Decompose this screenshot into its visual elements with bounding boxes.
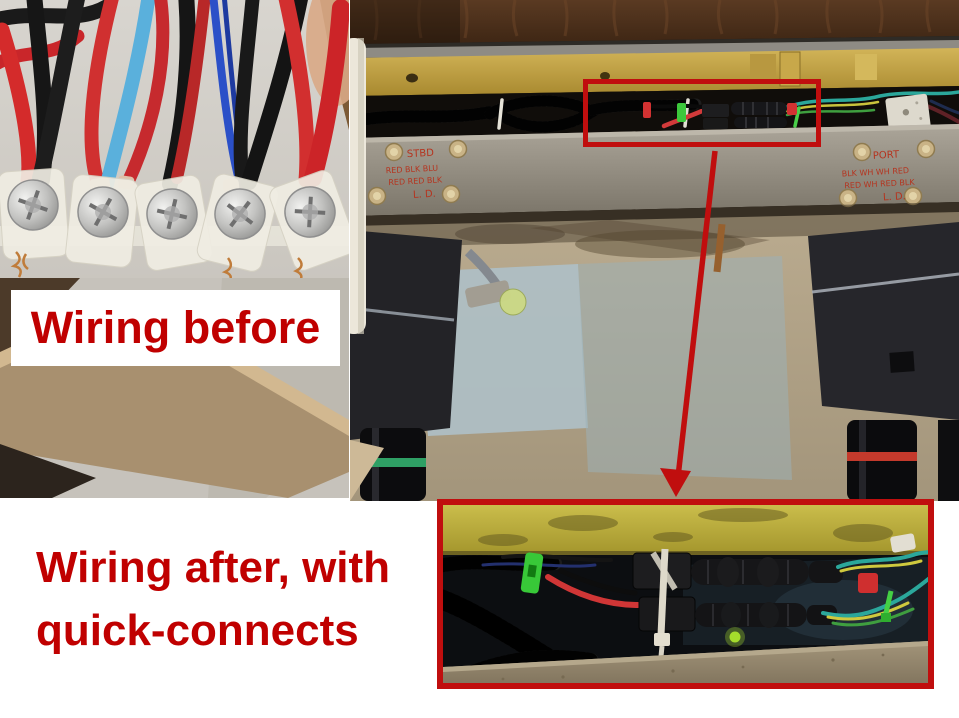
red-band [847, 452, 917, 461]
wood-panel [350, 0, 959, 44]
handwriting-stbd-row1: RED BLK BLU [385, 164, 438, 176]
red-clip-large [858, 573, 878, 593]
metal-track [350, 40, 959, 58]
photo-installation-overview: STBD RED BLK BLU RED RED BLK L. D. PORT … [350, 0, 959, 501]
quick-connects-small [702, 102, 787, 129]
handwriting-stbd-ld: L. D. [413, 189, 436, 201]
handwriting-port-row2: RED WH RED BLK [844, 178, 915, 191]
highlight-rectangle [583, 79, 821, 147]
rail-closeup [443, 505, 928, 556]
white-connector [890, 533, 916, 553]
wiring-before-label: Wiring before [30, 302, 321, 353]
handwriting-port-row1: BLK WH WH RED [841, 166, 909, 179]
handwriting-stbd-row2: RED RED BLK [388, 175, 443, 187]
handwriting-stbd-title: STBD [407, 148, 435, 160]
wiring-after-label: Wiring after, with quick-connects [36, 536, 436, 662]
wiring-after-label-line2: quick-connects [36, 606, 359, 655]
wiring-after-scene [443, 505, 928, 683]
photo-wiring-after-inset [437, 499, 934, 689]
junction-box [885, 93, 931, 133]
track-shadow [350, 36, 959, 49]
handwriting-stbd: STBD RED BLK BLU RED RED BLK L. D. [385, 148, 443, 201]
hex-bolts [367, 139, 936, 208]
stone-ledge [443, 641, 928, 683]
handwriting-port-title: PORT [873, 149, 901, 161]
installation-scene: STBD RED BLK BLU RED RED BLK L. D. PORT … [350, 0, 959, 501]
starboard-actuator [808, 222, 959, 501]
led-dot [729, 631, 741, 643]
red-clip [643, 102, 651, 118]
floor-wedge [350, 440, 384, 501]
green-clip-large [520, 552, 544, 594]
zip-tie [497, 98, 504, 130]
photo-wiring-before: Wiring before [0, 0, 349, 498]
cavity-sheen2 [773, 580, 913, 640]
wire-bundle [0, 0, 349, 192]
green-clip [677, 103, 686, 122]
green-band [360, 458, 426, 467]
red-clip [787, 103, 797, 115]
handwriting-port: PORT BLK WH WH RED RED WH RED BLK L. D. [841, 149, 915, 203]
green-zip-tie [881, 590, 894, 622]
wiring-before-label-box: Wiring before [11, 290, 340, 366]
wiring-after-label-line1: Wiring after, with [36, 543, 391, 592]
white-pipe-shade [358, 38, 364, 334]
port-actuator [350, 230, 527, 501]
terminal-strip [0, 165, 349, 276]
wiring-before-scene [0, 0, 349, 498]
trailer-wires [821, 550, 928, 627]
handwriting-port-ld: L. D. [883, 191, 906, 203]
